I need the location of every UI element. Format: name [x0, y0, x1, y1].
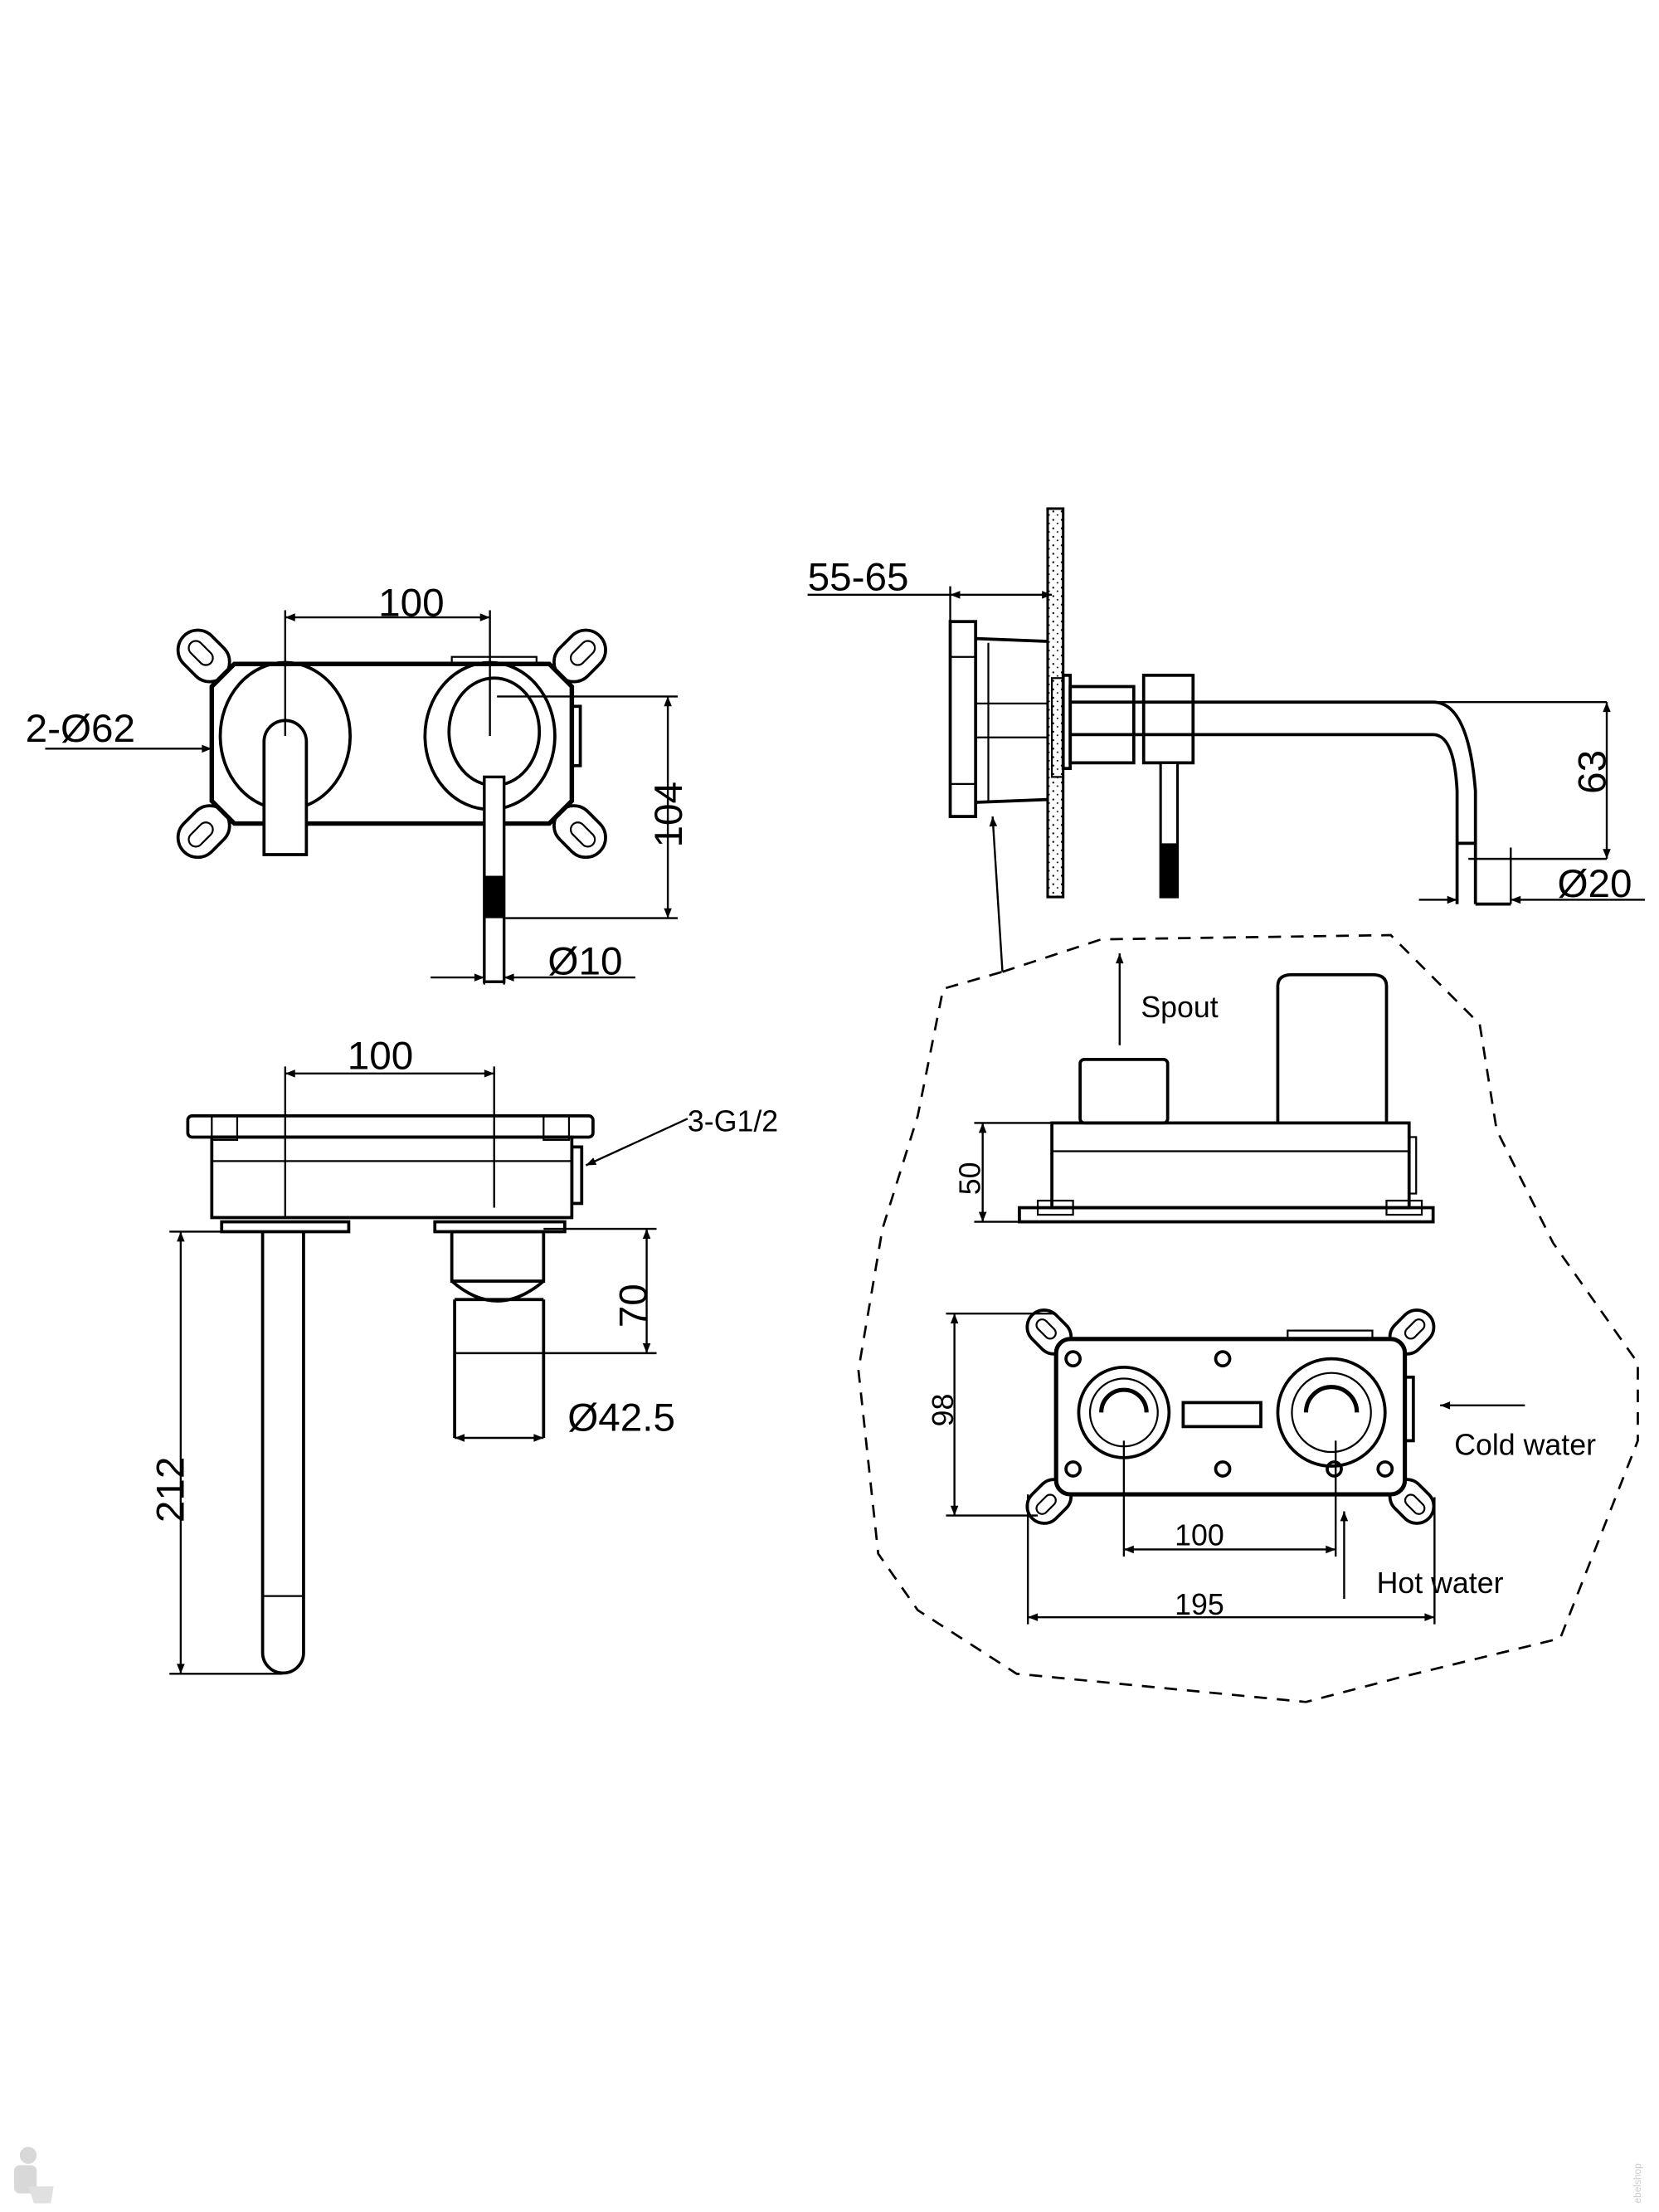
dim-wall-depth: 55-65	[808, 556, 909, 600]
dim-box-height: 98	[927, 1394, 960, 1427]
dim-escutcheon-diameter: 2-Ø62	[26, 707, 135, 751]
dim-spout-drop: 212	[148, 1457, 192, 1523]
spout-label: Spout	[1141, 991, 1218, 1024]
dim-box-width: 195	[1175, 1588, 1224, 1621]
front-view: 100 2-Ø62 104 Ø10	[26, 581, 691, 985]
dim-top-center-distance: 100	[348, 1035, 413, 1079]
dim-spout-height: 63	[1570, 750, 1614, 794]
dim-center-distance: 100	[378, 581, 444, 625]
dim-detail-center-distance: 100	[1175, 1518, 1224, 1552]
plumber-logo	[14, 2146, 54, 2204]
dim-body-diameter: Ø42.5	[567, 1396, 675, 1440]
dim-height: 104	[647, 782, 691, 847]
top-view: 100 3-G1/2 70 Ø42.5 212	[148, 1035, 778, 1675]
hot-water-label: Hot water	[1377, 1566, 1504, 1600]
dim-body-depth: 70	[612, 1284, 656, 1328]
callout-outline	[857, 933, 1639, 1703]
spout-handle	[262, 719, 309, 856]
spout	[1070, 700, 1511, 906]
dim-connections: 3-G1/2	[688, 1105, 778, 1138]
dim-lever-diameter: Ø10	[547, 940, 622, 984]
side-view: 55-65 63 Ø20	[808, 507, 1645, 972]
dim-box-depth: 50	[953, 1162, 986, 1195]
valve-box-detail: Spout 50 98	[857, 933, 1639, 1703]
cold-water-label: Cold water	[1454, 1428, 1596, 1461]
spout-pipe	[260, 1231, 305, 1675]
dim-spout-diameter: Ø20	[1557, 862, 1632, 906]
screw-holes	[1064, 1350, 1394, 1478]
wall	[1046, 507, 1065, 899]
watermark-text: ebelshop	[1632, 2163, 1643, 2204]
